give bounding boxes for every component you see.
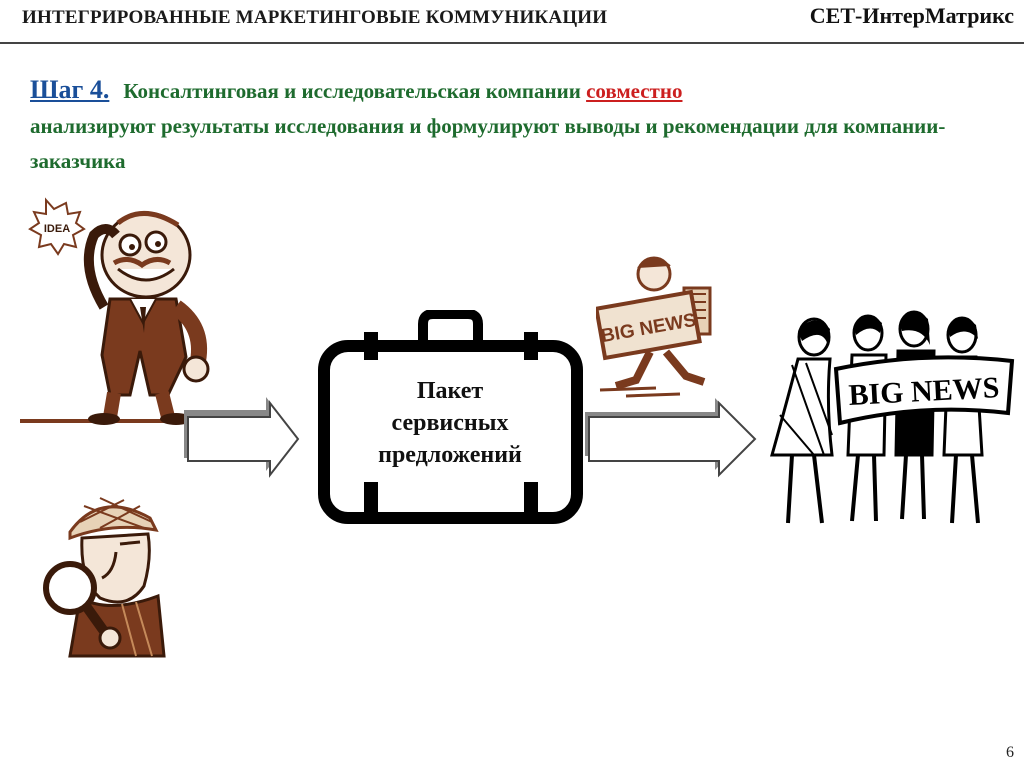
big-news-newspaper: BIG NEWS [833, 355, 1015, 426]
detective-magnifier-icon [43, 497, 166, 658]
headline-text-after: анализируют результаты исследования и фо… [30, 114, 946, 173]
package-label-line2: сервисных [391, 410, 509, 436]
big-news-sign: BIG NEWS [596, 289, 702, 361]
package-label-line1: Пакет [416, 378, 484, 404]
package-label-line3: предложений [378, 442, 522, 468]
headline-emphasis: совместно [586, 79, 683, 103]
page-number: 6 [1006, 744, 1014, 761]
briefcase-icon [318, 310, 583, 524]
idea-badge-text: IDEA [44, 223, 70, 235]
idea-badge: IDEA [28, 197, 86, 256]
arrow-to-audience-icon [585, 398, 757, 478]
women-reading-newspaper-icon: BIG NEWS [770, 310, 1015, 524]
step-label: Шаг 4. [30, 75, 110, 104]
header-divider [0, 42, 1024, 44]
package-label: Пакет сервисных предложений [350, 375, 550, 471]
slide-header-title: ИНТЕГРИРОВАННЫЕ МАРКЕТИНГОВЫЕ КОММУНИКАЦ… [22, 7, 608, 28]
step-headline: Шаг 4. Консалтинговая и исследовательская… [30, 72, 990, 179]
headline-text-before: Консалтинговая и исследовательская компа… [123, 79, 581, 103]
brand-name: СЕТ-ИнтерМатрикс [809, 3, 1014, 28]
newsboy-icon: BIG NEWS [596, 256, 712, 398]
arrow-to-package-icon [184, 397, 300, 478]
thinking-man-icon: IDEA [20, 197, 210, 425]
big-news-banner-text: BIG NEWS [848, 371, 1000, 412]
